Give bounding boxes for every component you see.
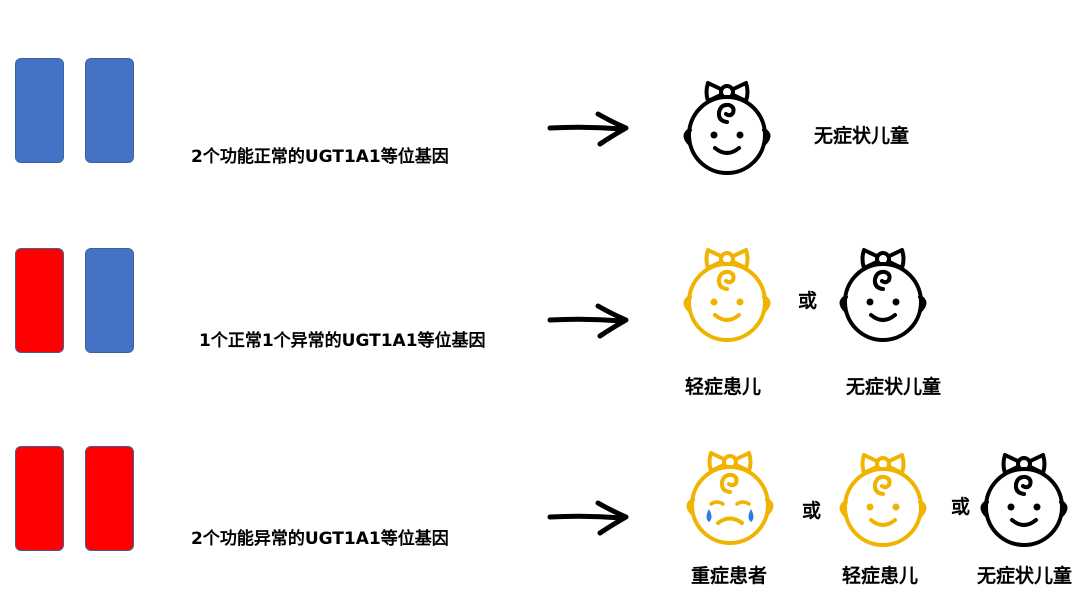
row3-outcome1-label: 重症患者 [691, 565, 768, 587]
row3-or-text-2: 或 [951, 496, 971, 518]
row3-or-text-1: 或 [802, 500, 822, 522]
row1-outcome-label: 无症状儿童 [814, 125, 910, 147]
row3-description: 2个功能异常的UGT1A1等位基因 [191, 529, 449, 549]
row3-arrow [546, 495, 631, 539]
row2-or-text: 或 [798, 290, 818, 312]
gene-row3-allele1 [15, 446, 64, 551]
row2-arrow [546, 298, 631, 342]
row2-baby-smile-black-icon [839, 248, 927, 342]
row2-description: 1个正常1个异常的UGT1A1等位基因 [199, 331, 486, 351]
tear-icon [706, 509, 712, 522]
gene-row1-allele2 [85, 58, 134, 163]
row2-outcome2-label: 无症状儿童 [846, 376, 942, 398]
gene-row3-allele2 [85, 446, 134, 551]
row2-baby-smile-yellow-icon [683, 248, 771, 342]
row3-outcome2-label: 轻症患儿 [842, 565, 919, 587]
row3-baby-smile-black-icon [980, 453, 1068, 547]
row3-outcome3-label: 无症状儿童 [977, 565, 1073, 587]
row2-outcome1-label: 轻症患儿 [685, 376, 762, 398]
gene-row2-allele1 [15, 248, 64, 353]
row1-baby-smile-black-icon [683, 81, 771, 175]
row1-description: 2个功能正常的UGT1A1等位基因 [191, 147, 449, 167]
row3-baby-smile-yellow-icon [839, 453, 927, 547]
gene-row1-allele1 [15, 58, 64, 163]
row3-baby-crying-yellow-icon [686, 451, 774, 545]
gene-row2-allele2 [85, 248, 134, 353]
row1-arrow [546, 106, 631, 150]
